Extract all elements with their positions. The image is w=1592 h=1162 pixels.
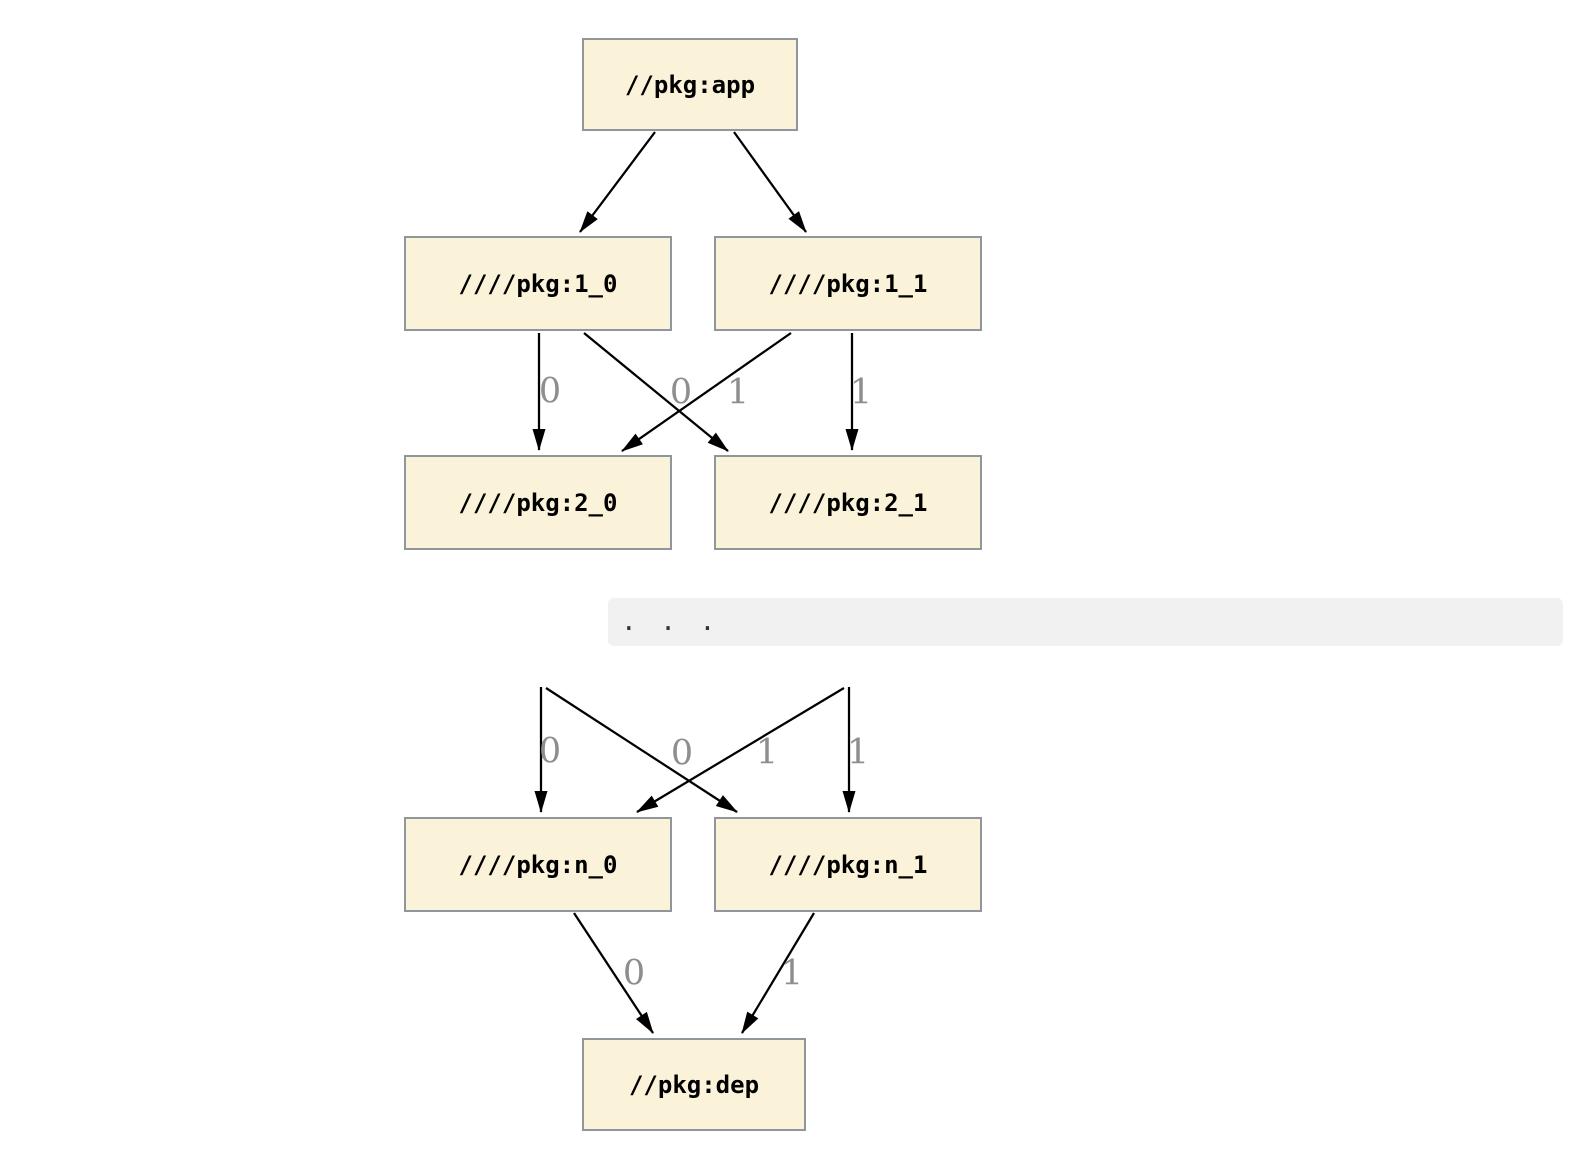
edge-label-1_1-to-2_1: 1	[849, 372, 873, 413]
edge-app-to-1_1	[733, 131, 807, 233]
node-2_1: ////pkg:2_1	[714, 455, 982, 550]
edge-1_1-to-2_0	[621, 332, 792, 452]
node-2_0: ////pkg:2_0	[404, 455, 672, 550]
ellipsis-text: . . .	[621, 607, 720, 637]
edge-n_0-to-dep	[573, 912, 654, 1034]
node-n_0: ////pkg:n_0	[404, 817, 672, 912]
edge-label-dots-to-n_0-left: 0	[538, 731, 562, 772]
edge-label-1_0-to-2_1: 1	[726, 372, 750, 413]
edge-label-1_0-to-2_0: 0	[538, 371, 562, 412]
node-2_1-label: ////pkg:2_1	[768, 488, 928, 517]
ellipsis-band: . . .	[608, 598, 1563, 646]
node-app-label: //pkg:app	[624, 70, 756, 99]
node-1_1-label: ////pkg:1_1	[768, 269, 928, 298]
edge-dots-to-n_0-cross	[636, 687, 845, 813]
edge-label-1_1-to-2_0: 0	[669, 372, 693, 413]
node-n_0-label: ////pkg:n_0	[458, 850, 618, 879]
node-dep-label: //pkg:dep	[628, 1070, 760, 1099]
node-1_0: ////pkg:1_0	[404, 236, 672, 331]
edge-dots-to-n_1-cross	[545, 687, 738, 813]
edge-label-n_0-to-dep: 0	[622, 953, 646, 994]
node-n_1: ////pkg:n_1	[714, 817, 982, 912]
edge-app-to-1_0	[579, 131, 656, 233]
node-1_0-label: ////pkg:1_0	[458, 269, 618, 298]
node-dep: //pkg:dep	[582, 1038, 806, 1131]
node-n_1-label: ////pkg:n_1	[768, 850, 928, 879]
node-2_0-label: ////pkg:2_0	[458, 488, 618, 517]
node-1_1: ////pkg:1_1	[714, 236, 982, 331]
edge-label-dots-to-n_0-cross: 0	[670, 733, 694, 774]
edge-1_0-to-2_1	[583, 332, 729, 452]
edge-label-dots-to-n_1-cross: 1	[755, 732, 779, 773]
edge-label-dots-to-n_1-right: 1	[846, 732, 870, 773]
edge-label-n_1-to-dep: 1	[780, 953, 804, 994]
edge-n_1-to-dep	[741, 912, 815, 1034]
node-app: //pkg:app	[582, 38, 798, 131]
